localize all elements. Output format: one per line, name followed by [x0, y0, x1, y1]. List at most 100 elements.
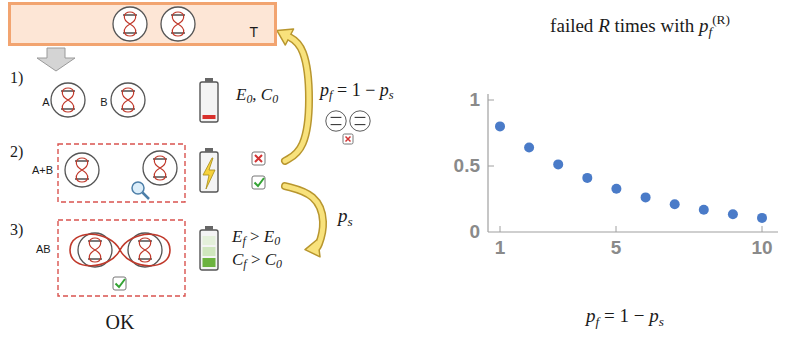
magnifier — [143, 193, 150, 200]
data-point — [757, 213, 767, 223]
x-axis — [488, 231, 778, 232]
math-var: E — [236, 85, 246, 104]
math-var: p — [586, 305, 596, 326]
cross-mark — [346, 137, 351, 142]
annotation: failed R times with pf(R) — [550, 13, 730, 40]
lightning-symbol — [203, 158, 215, 189]
math-sub: f — [596, 314, 600, 329]
annotation: OK — [106, 311, 135, 333]
arrow-body — [285, 186, 323, 248]
math-var: R — [598, 15, 610, 36]
arrow-body — [285, 36, 309, 161]
math-sup: (R) — [712, 12, 730, 27]
data-point — [670, 199, 680, 209]
axis-tick — [500, 226, 501, 232]
tick-label: 5 — [611, 238, 622, 259]
math-sub: f — [708, 24, 712, 39]
atom-symbol — [350, 111, 370, 131]
atom-symbol — [111, 83, 145, 117]
state-panel: T — [8, 2, 277, 46]
math-sub: 0 — [246, 92, 252, 106]
data-point — [699, 205, 709, 215]
axis-tick — [488, 100, 494, 101]
battery-symbol — [200, 78, 218, 122]
node-label: T — [249, 25, 258, 40]
data-point — [524, 143, 534, 153]
math-var: E — [232, 227, 242, 246]
atom-symbol — [143, 151, 177, 185]
node-label: AB — [36, 243, 51, 255]
down-arrow — [37, 48, 75, 71]
tick-label: 10 — [751, 238, 772, 259]
atom-symbol — [326, 111, 346, 131]
data-point — [641, 192, 651, 202]
battery-level — [203, 258, 216, 267]
entanglement-loop — [70, 234, 170, 266]
data-points — [495, 121, 767, 222]
math-var: p — [699, 15, 709, 36]
annotation: 3) — [10, 221, 23, 239]
annotation: Ef > E0 — [232, 228, 280, 249]
math-var: p — [380, 80, 389, 100]
battery-symbol — [200, 148, 218, 192]
math-sub: 0 — [276, 257, 282, 271]
math-sub: f — [329, 88, 333, 102]
check-mark — [255, 178, 265, 186]
cross-mark — [255, 155, 262, 162]
math-var: E — [264, 227, 274, 246]
flow-arrow — [277, 29, 309, 161]
data-point — [582, 173, 592, 183]
magnifier — [132, 182, 144, 194]
dashed-frame — [58, 220, 185, 296]
axis-tick — [616, 226, 617, 232]
checkbox — [343, 134, 353, 144]
math-var: C — [265, 250, 276, 269]
dashed-frame — [58, 144, 185, 202]
math-sub: s — [348, 214, 353, 229]
battery-level — [203, 115, 216, 119]
atom-symbol — [113, 7, 147, 41]
annotation: 1) — [10, 69, 23, 87]
math-var: p — [649, 305, 659, 326]
measurement-stage: A+B — [30, 142, 285, 205]
annotation: pf = 1 − ps — [586, 306, 664, 330]
annotation: A — [42, 96, 49, 108]
math-var: C — [232, 250, 243, 269]
arrow-outline — [285, 36, 309, 161]
node-label: A+B — [32, 164, 53, 176]
math-var: C — [261, 85, 272, 104]
battery-symbol — [200, 226, 218, 270]
math-var: p — [338, 205, 348, 226]
checkbox — [252, 152, 265, 165]
edge-label: pf = 1 − ps — [318, 80, 396, 105]
tick-label: 1 — [495, 238, 506, 259]
annotation: 2) — [10, 143, 23, 161]
panel-fill — [8, 2, 277, 46]
annotation: E0, C0 — [236, 86, 278, 107]
tick-label: 1 — [469, 90, 480, 111]
tick-label: 0.5 — [454, 156, 480, 177]
atom-symbol — [65, 153, 99, 187]
atom-symbol — [51, 83, 85, 117]
axis-tick — [762, 226, 763, 232]
math-sub: 0 — [274, 234, 280, 248]
data-point — [495, 121, 505, 131]
checkbox — [252, 176, 265, 189]
math-sub: s — [659, 314, 664, 329]
math-var: p — [320, 80, 329, 100]
math-sub: 0 — [272, 92, 278, 106]
annotation: B — [100, 96, 107, 108]
math-sub: f — [243, 257, 246, 271]
tick-label: 0 — [469, 222, 480, 243]
math-sub: s — [389, 88, 394, 102]
flow-arrow — [285, 186, 323, 257]
data-point — [728, 209, 738, 219]
y-axis — [487, 94, 488, 232]
edge-label: ps — [336, 205, 355, 231]
annotation: Cf > C0 — [232, 251, 282, 272]
check-mark — [116, 279, 126, 287]
checkbox — [113, 277, 126, 290]
